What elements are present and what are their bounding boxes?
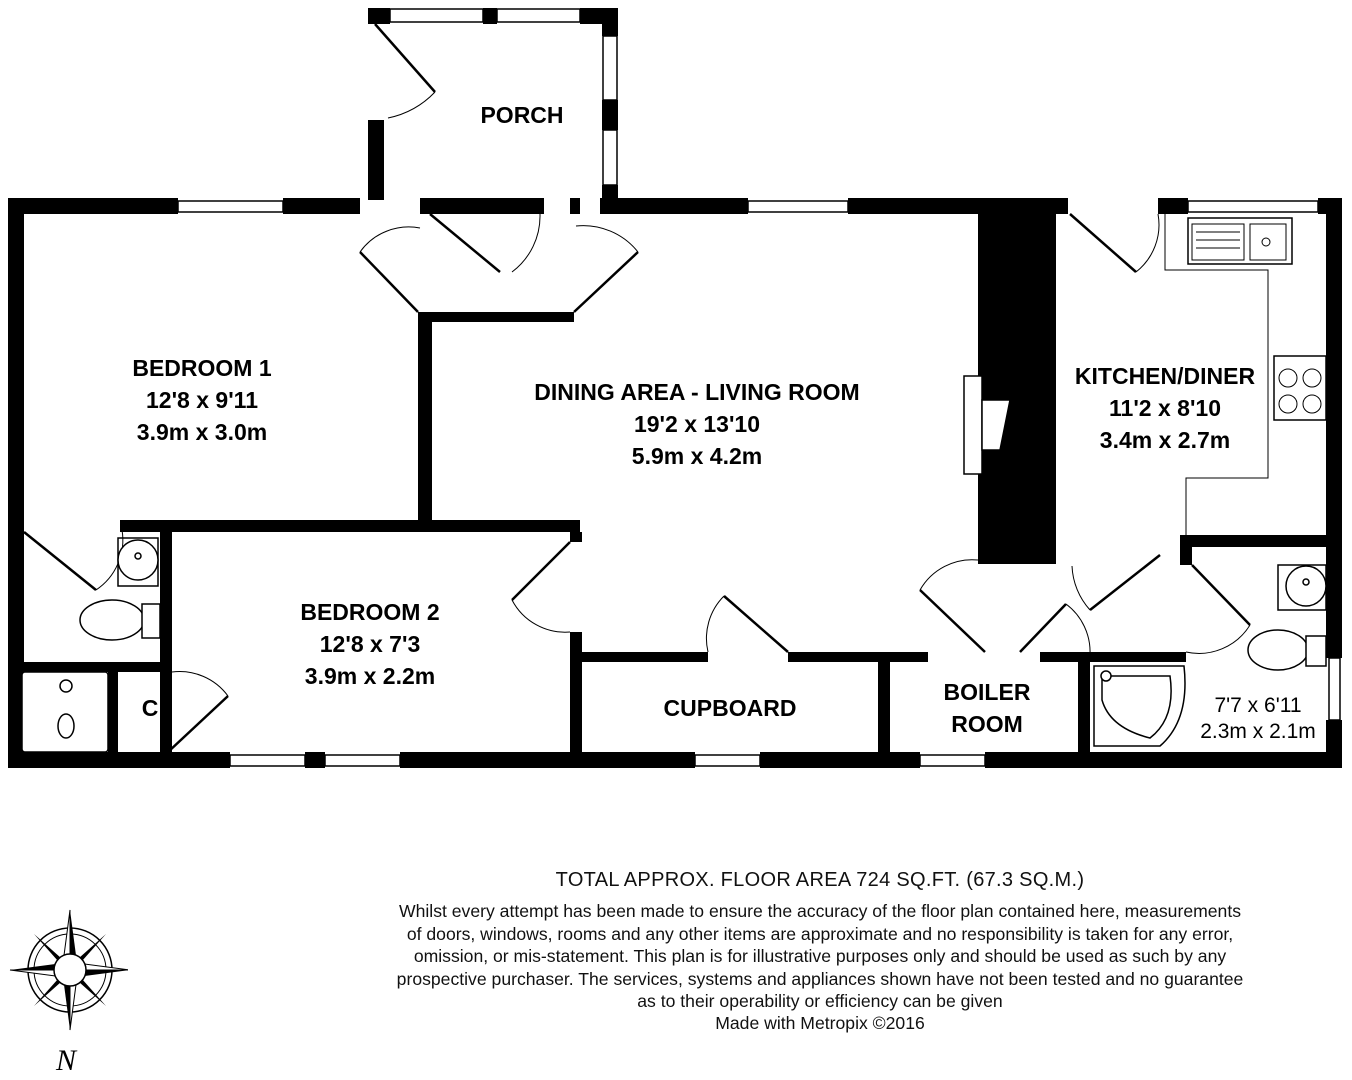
boiler-room-label-line2: ROOM (951, 711, 1023, 737)
porch-walls (368, 8, 618, 205)
interior-walls (8, 210, 1326, 760)
kitchen-metric: 3.4m x 2.7m (1100, 427, 1230, 453)
boiler-room-label-line1: BOILER (944, 679, 1031, 705)
dining-name: DINING AREA - LIVING ROOM (534, 379, 859, 405)
bedroom2-name: BEDROOM 2 (300, 599, 439, 625)
sanitary-fittings (21, 537, 1327, 753)
fireplace (963, 375, 1011, 475)
porch-label: PORCH (480, 102, 563, 128)
porch-windows (368, 8, 618, 199)
windows (177, 200, 1341, 767)
bathroom-imperial: 7'7 x 6'11 (1214, 694, 1301, 717)
kitchen-name: KITCHEN/DINER (1075, 363, 1256, 389)
bedroom2-metric: 3.9m x 2.2m (305, 663, 435, 689)
disclaimer-line: omission, or mis-statement. This plan is… (413, 946, 1227, 967)
cupboard-label: CUPBOARD (664, 695, 797, 721)
kitchen-fittings (1164, 214, 1327, 535)
room-labels: PORCH BEDROOM 1 12'8 x 9'11 3.9m x 3.0m … (132, 102, 1315, 743)
bedroom1-imperial: 12'8 x 9'11 (146, 387, 258, 413)
total-floor-area: TOTAL APPROX. FLOOR AREA 724 SQ.FT. (67.… (555, 869, 1085, 891)
disclaimer-line: prospective purchaser. The services, sys… (396, 968, 1244, 989)
bathroom-metric: 2.3m x 2.1m (1200, 720, 1316, 743)
bedroom1-metric: 3.9m x 3.0m (137, 419, 267, 445)
north-label: N (55, 1044, 78, 1077)
metropix-credit: Made with Metropix ©2016 (715, 1013, 925, 1033)
disclaimer: Whilst every attempt has been made to en… (330, 900, 1310, 1013)
kitchen-imperial: 11'2 x 8'10 (1109, 395, 1221, 421)
compass-rose-icon: N (9, 909, 128, 1077)
small-cupboard-label: C (142, 695, 159, 721)
dining-metric: 5.9m x 4.2m (632, 443, 762, 469)
disclaimer-line: as to their operability or efficiency ca… (637, 991, 1003, 1012)
disclaimer-line: Whilst every attempt has been made to en… (398, 901, 1242, 921)
bedroom2-imperial: 12'8 x 7'3 (320, 631, 420, 657)
dining-imperial: 19'2 x 13'10 (634, 411, 760, 437)
bedroom1-name: BEDROOM 1 (132, 355, 272, 381)
disclaimer-line: of doors, windows, rooms and any other i… (406, 923, 1234, 944)
doors (23, 23, 1251, 753)
